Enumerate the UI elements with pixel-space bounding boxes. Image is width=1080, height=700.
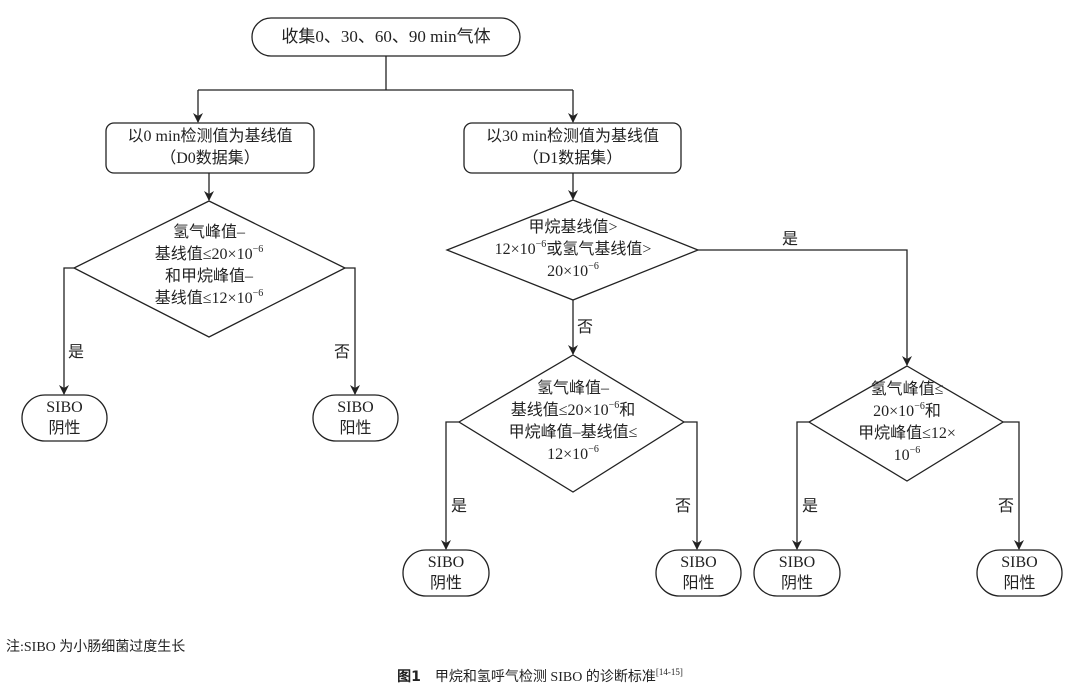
- result-terminal-6: [976, 549, 1063, 597]
- node-text-line: （D0数据集）: [160, 150, 260, 167]
- edge-label-d1yes-yes: 是: [802, 498, 819, 515]
- node-text-line: SIBO: [778, 554, 816, 571]
- node-text-line: 以30 min检测值为基线值: [486, 128, 659, 145]
- node-text-line: 基线值≤20×10−6: [154, 244, 264, 264]
- node-text-line: 基线值≤20×10−6和: [510, 400, 636, 420]
- d1-yes-decision-label: 氢气峰值≤ 20×10−6和甲烷峰值≤12× 10−6: [827, 379, 987, 467]
- result-3-label: SIBO 阴性: [403, 552, 489, 594]
- node-text-line: SIBO: [427, 554, 465, 571]
- d0-decision-diamond: [72, 200, 347, 338]
- result-4-label: SIBO 阳性: [656, 552, 741, 594]
- figure-title: 甲烷和氢呼气检测 SIBO 的诊断标准: [434, 670, 656, 685]
- node-text-line: 氢气峰值≤: [870, 381, 944, 398]
- d0-decision-label: 氢气峰值– 基线值≤20×10−6 和甲烷峰值– 基线值≤12×10−6: [109, 222, 309, 310]
- node-text-line: 氢气峰值–: [172, 224, 245, 241]
- d0-baseline-box: [105, 122, 315, 174]
- result-terminal-2: [312, 394, 399, 442]
- result-2-label: SIBO 阳性: [313, 397, 398, 439]
- arrow-d1yes-no: [1003, 421, 1024, 550]
- flowchart: [21, 17, 1063, 597]
- node-text-line: 阴性: [780, 575, 813, 592]
- d1-no-decision-label: 氢气峰值– 基线值≤20×10−6和甲烷峰值–基线值≤ 12×10−6: [473, 378, 673, 466]
- edge-label-d1-yes: 是: [782, 231, 799, 248]
- figure-number: 图1: [397, 669, 421, 685]
- edge-label-d1-no: 否: [577, 319, 594, 336]
- d0-baseline-label: 以0 min检测值为基线值 （D0数据集）: [106, 126, 314, 170]
- edge-label-d1no-yes: 是: [451, 498, 468, 515]
- result-terminal-1: [21, 394, 108, 442]
- d1-decision-label: 甲烷基线值> 12×10−6或氢气基线值>20×10−6: [463, 217, 683, 283]
- arrow-d1no-yes: [441, 421, 459, 550]
- node-text-line: 氢气峰值–: [536, 380, 609, 397]
- arrow-d0-yes: [59, 267, 74, 395]
- d1-no-decision-diamond: [457, 354, 686, 493]
- figure-reference: [14-15]: [655, 667, 683, 677]
- node-text-line: 甲烷峰值–基线值≤: [508, 424, 638, 441]
- start-label: 收集0、30、60、90 min气体: [252, 26, 520, 48]
- node-text-line: 阳性: [339, 420, 372, 437]
- node-text-line: SIBO: [46, 399, 83, 416]
- result-terminal-5: [753, 549, 841, 597]
- node-text-line: 以0 min检测值为基线值: [127, 128, 293, 145]
- d1-baseline-label: 以30 min检测值为基线值 （D1数据集）: [464, 126, 681, 170]
- node-text-line: 阴性: [48, 420, 81, 437]
- result-5-label: SIBO 阴性: [754, 552, 840, 594]
- edge-label-d1yes-no: 否: [998, 498, 1015, 515]
- result-terminal-3: [402, 549, 490, 597]
- node-text-line: 12×10−6或氢气基线值>: [494, 239, 652, 259]
- edge-label-d0-no: 否: [334, 344, 351, 361]
- node-text-line: 甲烷峰值≤12×: [858, 425, 956, 442]
- figure-note: 注:SIBO 为小肠细菌过度生长: [6, 640, 186, 655]
- node-text-line: 20×10−6和: [873, 401, 941, 421]
- node-text-line: 20×10−6: [547, 261, 599, 281]
- node-text-line: SIBO: [1001, 554, 1038, 571]
- connector-start-split: [198, 56, 573, 91]
- node-text-line: 阳性: [682, 575, 715, 592]
- result-1-label: SIBO 阴性: [22, 397, 107, 439]
- node-text-line: 阴性: [429, 575, 462, 592]
- edge-label-d0-yes: 是: [68, 344, 85, 361]
- result-6-label: SIBO 阳性: [977, 552, 1062, 594]
- node-text-line: 基线值≤12×10−6: [154, 288, 264, 308]
- arrow-d1-yes: [698, 249, 912, 366]
- arrow-d1no-no: [684, 421, 702, 550]
- node-text-line: 阳性: [1003, 575, 1036, 592]
- result-terminal-4: [655, 549, 742, 597]
- node-text-line: （D1数据集）: [522, 150, 623, 167]
- node-text-line: 甲烷基线值>: [528, 219, 618, 236]
- d1-yes-decision-diamond: [807, 365, 1005, 482]
- node-text-line: SIBO: [680, 554, 717, 571]
- node-text-line: 和甲烷峰值–: [164, 268, 253, 285]
- edge-label-d1no-no: 否: [675, 498, 692, 515]
- arrow-d1yes-yes: [792, 421, 809, 550]
- node-text-line: 收集0、30、60、90 min气体: [281, 27, 491, 46]
- arrow-d0-no: [345, 267, 360, 395]
- figure-caption: 图1 甲烷和氢呼气检测 SIBO 的诊断标准[14-15]: [0, 666, 1080, 686]
- node-text-line: 10−6: [893, 445, 921, 465]
- node-text-line: 12×10−6: [547, 444, 599, 464]
- node-text-line: SIBO: [337, 399, 374, 416]
